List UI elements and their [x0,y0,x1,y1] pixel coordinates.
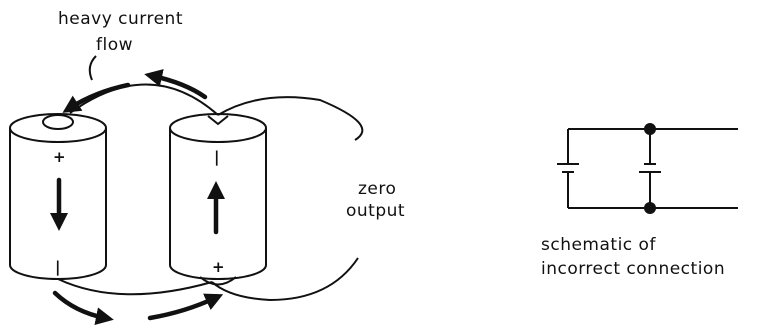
upper-wire [69,83,219,116]
zero-output-label: zero output [346,179,405,221]
right-battery-minus-sign: | [214,148,219,167]
left-battery-minus-sign: | [55,258,60,277]
right-battery-terminal [199,276,237,286]
heavy-current-leader-line [88,55,97,81]
left-battery-body [9,128,107,280]
output-loop-wire-lower [211,257,359,302]
zero-output-label-line2: output [346,201,405,221]
heavy-current-label-line1: heavy current [58,9,183,29]
left-battery-plus-sign: + [53,148,66,166]
right-battery-top [169,113,267,143]
right-battery-body [169,128,267,280]
right-battery-plus-sign: + [212,258,225,276]
right-battery-minus-dent [207,115,229,126]
schematic-bottom-junction [644,202,656,214]
schematic-top-junction [644,123,656,135]
top-flow-arrow-right [144,69,208,100]
schematic-caption-line1: schematic of [541,235,656,255]
schematic-caption-line2: incorrect connection [541,259,725,279]
bottom-flow-arrow-left [52,290,114,326]
output-loop-wire [217,96,364,141]
right-battery: | + [169,113,267,286]
heavy-current-label-line2: flow [96,35,133,55]
left-battery-terminal [42,114,74,130]
lower-wire [57,278,213,296]
heavy-current-label: heavy current flow [58,9,183,55]
schematic: schematic of incorrect connection [541,123,738,279]
left-battery: + | [9,113,107,280]
zero-output-label-line1: zero [358,179,396,199]
bottom-flow-arrow-right [147,293,224,321]
